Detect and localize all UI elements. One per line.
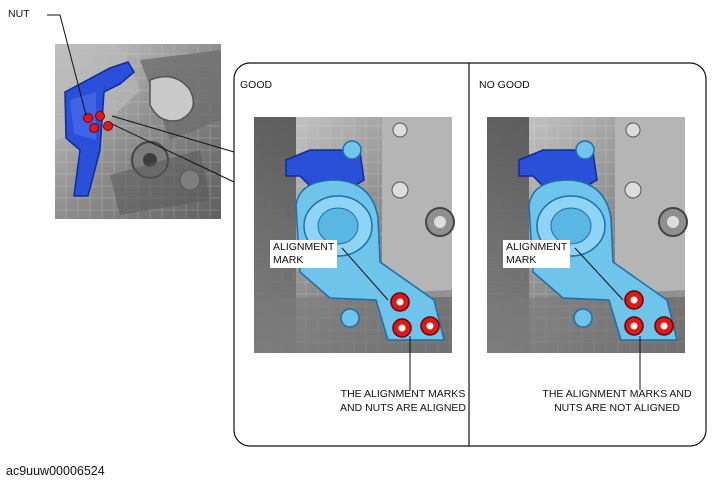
- no-good-alignment-mark-label-line1: ALIGNMENT: [506, 241, 568, 253]
- good-alignment-mark-label-line1: ALIGNMENT: [273, 241, 335, 253]
- overview-engine-photo: [55, 44, 221, 219]
- figure-id: ac9uuw00006524: [6, 464, 105, 478]
- nut-leader-line: [47, 14, 87, 116]
- no-good-alignment-mark-label: ALIGNMENT MARK: [503, 240, 571, 268]
- zoom-line-top: [111, 115, 235, 153]
- no-good-panel-title: NO GOOD: [479, 79, 530, 91]
- good-caption-line1: THE ALIGNMENT MARKS: [340, 388, 466, 400]
- good-caption-line2: AND NUTS ARE ALIGNED: [339, 402, 467, 414]
- good-alignment-mark-label: ALIGNMENT MARK: [270, 240, 338, 268]
- no-good-alignment-mark-label-line2: MARK: [506, 254, 537, 266]
- good-panel-title: GOOD: [240, 79, 273, 91]
- nut-label: NUT: [8, 8, 30, 20]
- good-mark-leader: [341, 247, 389, 301]
- no-good-mark-leader: [574, 247, 624, 301]
- no-good-nuts: [624, 290, 674, 336]
- zoom-line-bottom: [111, 123, 235, 183]
- no-good-caption-line1: THE ALIGNMENT MARKS AND: [542, 388, 692, 400]
- no-good-caption: THE ALIGNMENT MARKS AND NUTS ARE NOT ALI…: [527, 387, 707, 415]
- overview-nuts: [83, 111, 113, 133]
- good-nuts: [390, 292, 440, 338]
- overview-nut-4: [103, 121, 113, 131]
- no-good-caption-line2: NUTS ARE NOT ALIGNED: [554, 402, 680, 414]
- good-alignment-mark-label-line2: MARK: [273, 254, 304, 266]
- good-caption: THE ALIGNMENT MARKS AND NUTS ARE ALIGNED: [318, 387, 488, 415]
- overview-nut-2: [95, 111, 105, 121]
- overview-nut-1: [83, 113, 93, 123]
- overview-nut-3: [89, 123, 99, 133]
